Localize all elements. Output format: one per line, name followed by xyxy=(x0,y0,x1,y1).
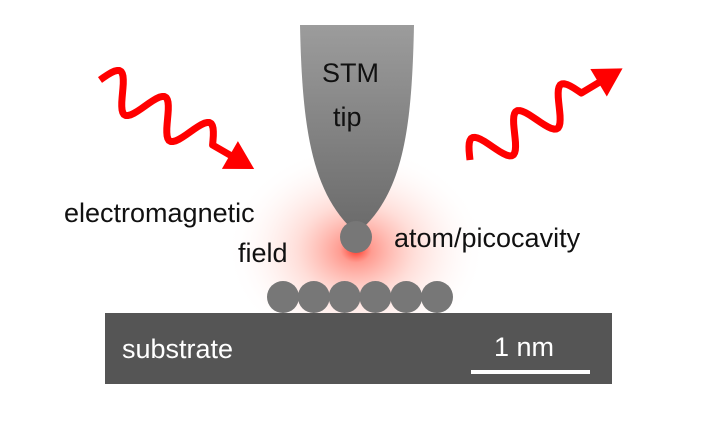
tip-apex-atom xyxy=(340,221,372,253)
substrate-label: substrate xyxy=(122,334,234,364)
outgoing-light-wave-icon xyxy=(465,68,623,161)
scale-label: 1 nm xyxy=(494,332,555,362)
atom-label: atom/picocavity xyxy=(394,223,581,253)
substrate-atom xyxy=(421,281,453,313)
substrate-atom-row xyxy=(267,281,453,313)
substrate-atom xyxy=(267,281,299,313)
substrate-atom xyxy=(328,281,361,313)
incoming-light-wave-icon xyxy=(97,66,255,169)
substrate-atom xyxy=(297,281,330,313)
field-label-2: field xyxy=(238,238,288,268)
substrate-atom xyxy=(359,281,392,313)
substrate-atom xyxy=(390,281,423,313)
tip-label-2: tip xyxy=(333,102,362,132)
tip-label: STM xyxy=(322,58,379,88)
field-label: electromagnetic xyxy=(64,198,255,228)
stm-tip xyxy=(300,25,414,225)
